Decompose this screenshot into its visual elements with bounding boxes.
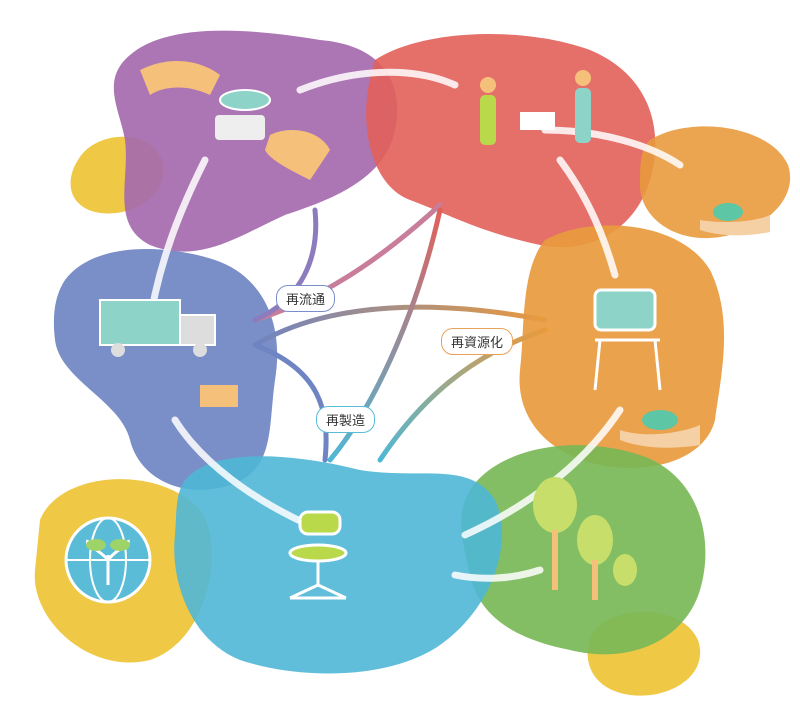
illustration-hand-material-icon	[620, 203, 770, 448]
orange-blob-large	[519, 225, 725, 468]
arrow-red-to-blue	[252, 202, 443, 323]
cycle-arrow-cyan-to-blue	[171, 416, 324, 534]
cycle-arrow-red-to-orange	[541, 126, 684, 169]
label-redistribution: 再流通	[276, 285, 336, 312]
purple-blob	[113, 30, 398, 252]
illustration-globe-sprout-icon	[64, 516, 152, 604]
illustration-office-chair-icon	[288, 510, 348, 600]
arrow-redistribution	[252, 304, 548, 348]
arrow-purple-to-blue	[252, 207, 319, 323]
cycle-arrow-purple-to-red	[296, 68, 459, 94]
illustration-trees-icon	[533, 477, 637, 600]
blue-blob	[53, 248, 278, 490]
illustration-truck-icon	[99, 299, 238, 407]
label-recycling: 再資源化	[441, 328, 514, 355]
cyan-blob	[174, 456, 502, 674]
arrow-recycling	[377, 327, 548, 463]
illustration-hands-parts-icon	[140, 60, 330, 180]
orange-blob-small	[640, 126, 791, 239]
cycle-arrow-red-to-orange-large	[556, 156, 619, 279]
illustration-chair-icon	[593, 288, 662, 391]
arrow-blue-to-cyan	[252, 342, 329, 463]
cycle-arrow-green-to-cyan	[451, 566, 544, 582]
label-remanufacturing: 再製造	[316, 406, 376, 433]
illustration-people-handshake-icon	[480, 70, 591, 145]
arrow-red-to-cyan	[327, 207, 443, 463]
